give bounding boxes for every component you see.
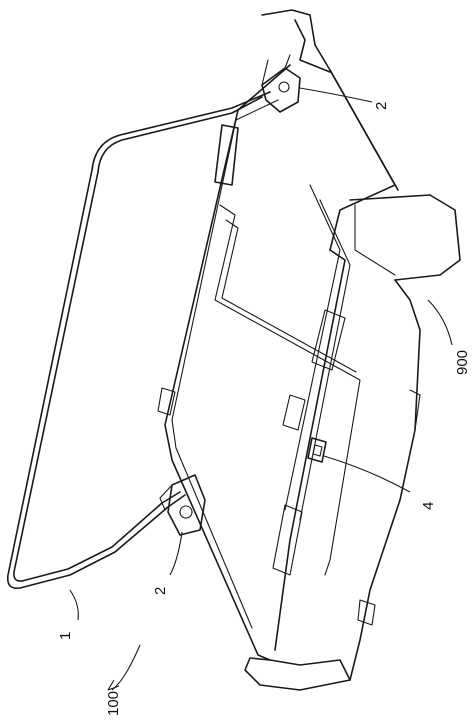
leader-lines [69,87,453,691]
label-frame: 1 [57,632,74,640]
label-latch: 4 [420,502,437,510]
label-hinge-top: 2 [373,102,390,110]
bottom-hinge-bracket [159,474,206,536]
label-assembly: 100 [105,691,122,716]
label-housing: 900 [454,350,471,375]
top-hinge-bracket [261,54,301,113]
latch [307,437,327,463]
wire-frame [6,91,271,590]
cover-panel [157,64,361,661]
reference-labels: 1 2 2 4 900 100 [57,102,471,716]
label-hinge-bottom: 2 [152,587,169,595]
rail-slots [272,309,346,576]
housing [244,9,461,691]
